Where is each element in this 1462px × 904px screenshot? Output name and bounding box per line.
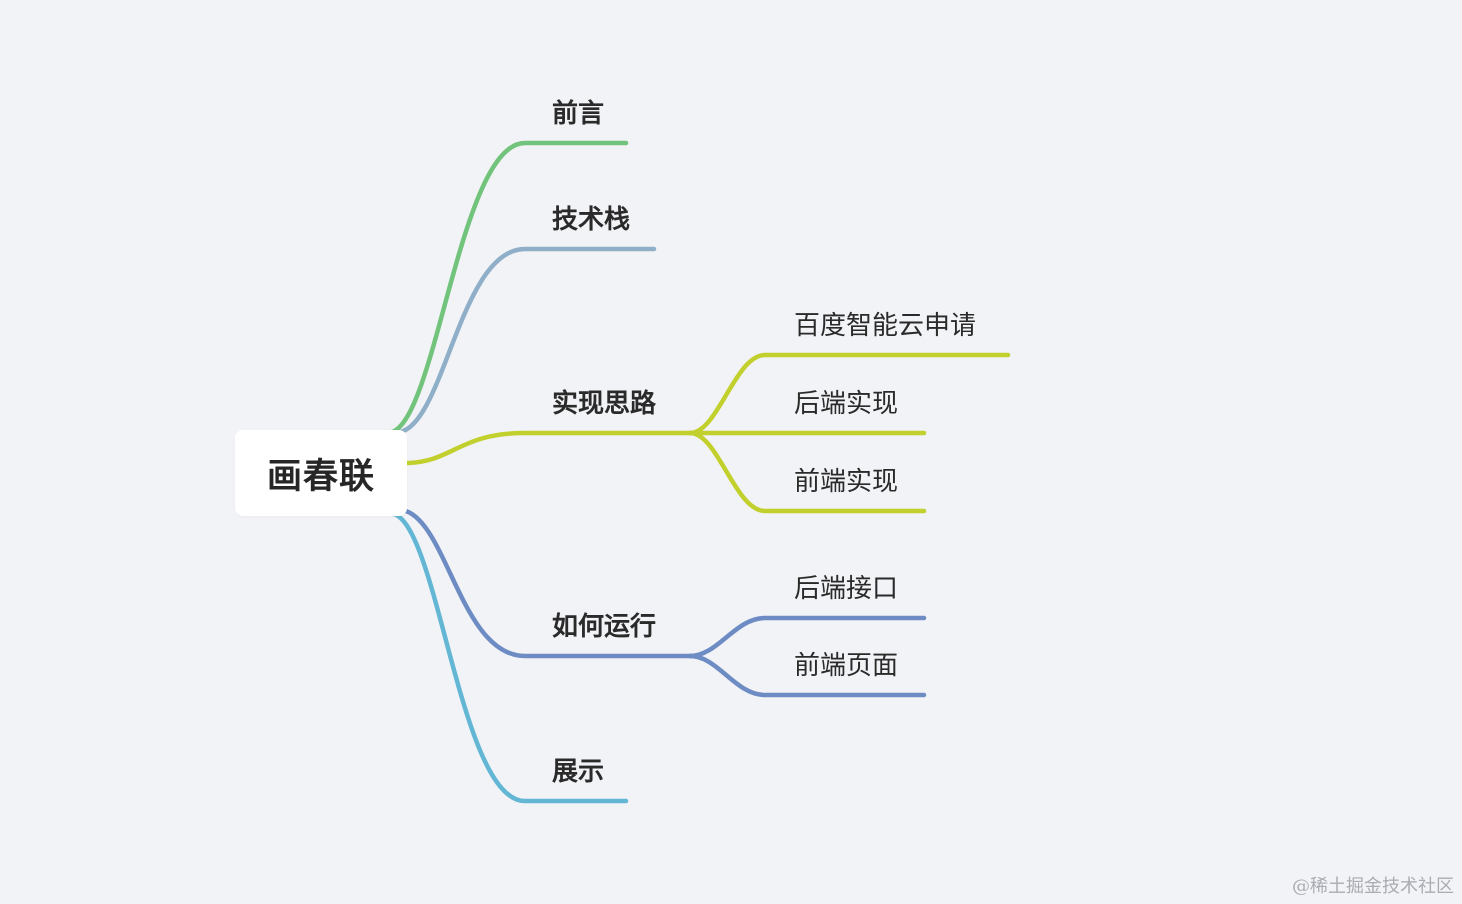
branch-label-showcase[interactable]: 展示 xyxy=(552,757,605,787)
child-connector-2-2 xyxy=(687,430,927,514)
branch-label-tech-stack[interactable]: 技术栈 xyxy=(552,205,631,235)
branch-label-implementation[interactable]: 实现思路 xyxy=(552,389,657,419)
branch-connector-0 xyxy=(389,140,629,435)
child-label-frontend-page[interactable]: 前端页面 xyxy=(794,651,899,681)
branch-connector-2 xyxy=(405,430,703,466)
child-label-frontend-impl[interactable]: 前端实现 xyxy=(794,467,899,497)
child-label-backend-impl[interactable]: 后端实现 xyxy=(794,389,899,419)
child-connector-3-0 xyxy=(687,615,927,659)
child-label-baidu-cloud[interactable]: 百度智能云申请 xyxy=(794,311,977,341)
child-connector-2-0 xyxy=(687,352,1011,436)
root-node[interactable]: 画春联 xyxy=(235,430,407,516)
branch-connector-1 xyxy=(397,246,657,435)
branch-connector-3 xyxy=(399,507,703,659)
branch-label-preface[interactable]: 前言 xyxy=(552,99,605,129)
child-label-backend-api[interactable]: 后端接口 xyxy=(794,574,899,604)
branch-label-how-to-run[interactable]: 如何运行 xyxy=(552,612,657,642)
watermark: @稀土掘金技术社区 xyxy=(1292,876,1454,897)
child-connector-3-1 xyxy=(687,653,927,698)
branch-connector-4 xyxy=(391,511,629,804)
